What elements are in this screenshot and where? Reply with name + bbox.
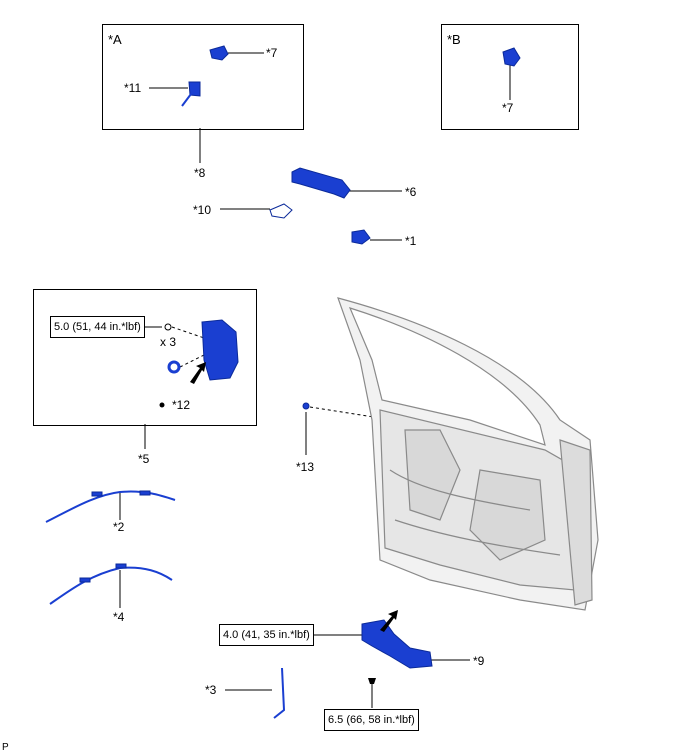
cable-4-sleeve-a <box>79 577 91 583</box>
part-7-b <box>502 47 521 67</box>
label-p5: *5 <box>138 452 150 466</box>
detail-box-b <box>441 24 579 130</box>
cable-4-sleeve-b <box>115 563 127 569</box>
cable-2-sleeve-b <box>139 490 151 496</box>
part-1 <box>351 229 371 245</box>
label-p4: *4 <box>113 610 125 624</box>
part-13 <box>302 402 310 410</box>
box-b-label: *B <box>447 32 461 47</box>
corner-mark: P <box>2 742 9 753</box>
front-door-panel <box>337 297 599 611</box>
label-p7b: *7 <box>502 101 514 115</box>
label-p12: *12 <box>172 398 191 412</box>
part-9 <box>361 619 433 669</box>
part-7-a <box>209 45 229 61</box>
box-a-label: *A <box>108 32 122 47</box>
bolt-5 <box>164 323 172 331</box>
label-p11: *11 <box>124 81 142 95</box>
torque-spec-2: 4.0 (41, 35 in.*lbf) <box>219 624 314 646</box>
part-5-lock <box>201 319 239 381</box>
label-p10: *10 <box>193 203 212 217</box>
bolt-9 <box>368 678 376 684</box>
label-p9: *9 <box>473 654 485 668</box>
torque-spec-1: 5.0 (51, 44 in.*lbf) <box>50 316 145 338</box>
cable-4 <box>49 566 173 605</box>
label-p2: *2 <box>113 520 125 534</box>
part-11 <box>188 81 201 97</box>
label-p6: *6 <box>405 185 417 199</box>
arrow-5 <box>190 362 206 384</box>
label-x3: x 3 <box>160 335 177 349</box>
torque-spec-3: 6.5 (66, 58 in.*lbf) <box>324 709 419 731</box>
label-p8: *8 <box>194 166 206 180</box>
label-p13: *13 <box>296 460 315 474</box>
arrow-9 <box>380 610 398 632</box>
label-p7a: *7 <box>266 46 278 60</box>
label-p1: *1 <box>405 234 417 248</box>
rod-3 <box>273 667 286 719</box>
part-6 <box>291 167 351 199</box>
cable-2-sleeve-a <box>91 491 103 497</box>
dot-12 <box>159 402 165 408</box>
part-11-rod <box>181 93 192 107</box>
detail-box-a <box>102 24 304 130</box>
dashed-link-bolt <box>171 326 211 341</box>
label-p3: *3 <box>205 683 217 697</box>
cable-2 <box>45 490 176 523</box>
part-10 <box>269 203 293 219</box>
washer-5 <box>167 360 181 374</box>
